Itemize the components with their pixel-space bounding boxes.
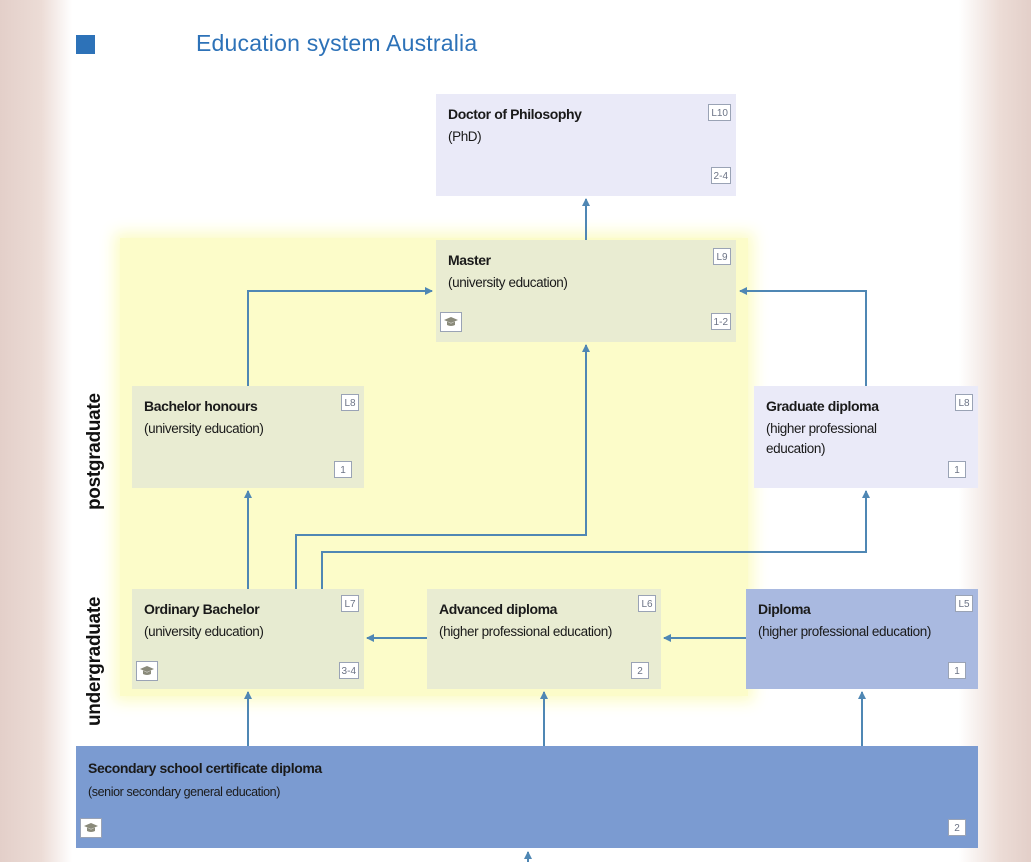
box-ordinary-bachelor-sub: (university education) [144, 624, 264, 639]
box-master-level: L9 [713, 248, 731, 265]
box-ordinary-bachelor-level: L7 [341, 595, 359, 612]
box-bachelor-honours: Bachelor honours (university education) … [132, 386, 364, 488]
box-diploma-years: 1 [948, 662, 966, 679]
box-secondary-sub: (senior secondary general education) [88, 785, 280, 799]
box-graduate-diploma: Graduate diploma (higher professional ed… [754, 386, 978, 488]
box-secondary-name: Secondary school certificate diploma [88, 760, 322, 776]
box-ordinary-bachelor-years: 3-4 [338, 662, 359, 679]
box-bachelor-honours-level: L8 [341, 394, 359, 411]
box-graduate-diploma-sub: (higher professional education) [766, 419, 877, 459]
box-diploma: Diploma (higher professional education) … [746, 589, 978, 689]
box-advanced-diploma-level: L6 [638, 595, 656, 612]
box-graduate-diploma-sub-line2: education) [766, 441, 826, 456]
box-graduate-diploma-sub-line1: (higher professional [766, 421, 877, 436]
box-bachelor-honours-years: 1 [334, 461, 352, 478]
box-master: Master (university education) L9 1-2 [436, 240, 736, 342]
box-graduate-diploma-name: Graduate diploma [766, 398, 879, 414]
box-diploma-sub: (higher professional education) [758, 624, 931, 639]
box-phd-years: 2-4 [710, 167, 731, 184]
diagram-title: Education system Australia [196, 30, 478, 56]
box-advanced-diploma: Advanced diploma (higher professional ed… [427, 589, 661, 689]
box-bachelor-honours-name: Bachelor honours [144, 398, 258, 414]
arrow-ordinary-bachelor-to-master [295, 344, 590, 589]
box-bachelor-honours-sub: (university education) [144, 421, 264, 436]
box-master-name: Master [448, 252, 491, 268]
box-graduate-diploma-years: 1 [948, 461, 966, 478]
arrow-ordinary-bachelor-to-graduate-diploma [321, 490, 870, 589]
box-master-years: 1-2 [710, 313, 731, 330]
arrow-graduate-diploma-to-master [739, 287, 867, 386]
box-secondary: Secondary school certificate diploma (se… [76, 746, 978, 848]
box-phd-name: Doctor of Philosophy [448, 106, 582, 122]
arrow-bachelor-honours-to-master [247, 287, 433, 386]
graduation-cap-icon [80, 818, 102, 838]
box-phd-sub: (PhD) [448, 129, 482, 144]
graduation-cap-icon [136, 661, 158, 681]
box-secondary-years: 2 [948, 819, 966, 836]
box-advanced-diploma-sub: (higher professional education) [439, 624, 612, 639]
title-square-marker [76, 35, 95, 54]
box-diploma-name: Diploma [758, 601, 811, 617]
box-advanced-diploma-name: Advanced diploma [439, 601, 558, 617]
box-ordinary-bachelor-name: Ordinary Bachelor [144, 601, 260, 617]
box-master-sub: (university education) [448, 275, 568, 290]
graduation-cap-icon [440, 312, 462, 332]
box-phd-level: L10 [708, 104, 731, 121]
box-advanced-diploma-years: 2 [631, 662, 649, 679]
box-diploma-level: L5 [955, 595, 973, 612]
box-ordinary-bachelor: Ordinary Bachelor (university education)… [132, 589, 364, 689]
box-graduate-diploma-level: L8 [955, 394, 973, 411]
box-phd: Doctor of Philosophy (PhD) L10 2-4 [436, 94, 736, 196]
